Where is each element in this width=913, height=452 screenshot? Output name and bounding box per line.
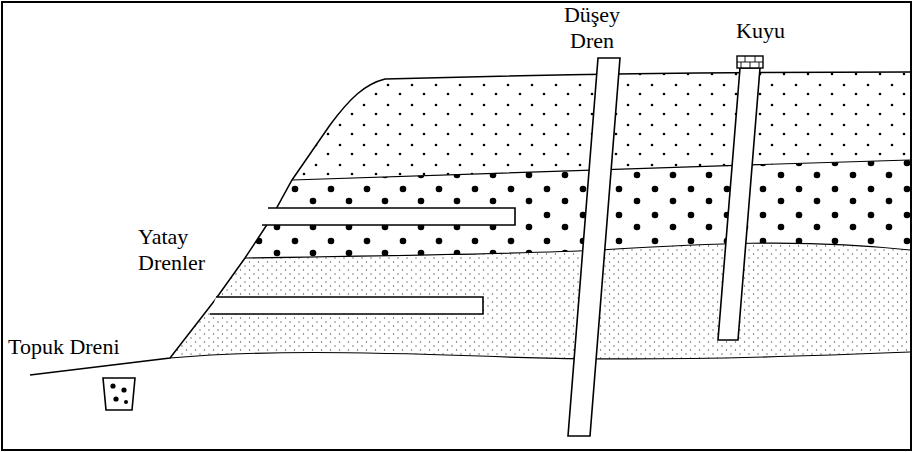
ground-surface [30, 72, 910, 375]
toe-drain-gravel [110, 383, 128, 404]
layer-boundary [245, 243, 910, 258]
toe-drain-label: Topuk Dreni [8, 334, 120, 360]
toe-drain [103, 378, 135, 410]
well-label: Kuyu [736, 18, 785, 44]
horizontal-drain [262, 208, 515, 225]
well-cap [737, 56, 763, 68]
fine-sand-layer [170, 243, 910, 359]
horizontal-drain [210, 297, 483, 314]
horizontal-drains-label: Yatay Drenler [138, 224, 230, 277]
well-shaft [718, 68, 760, 340]
layer-boundary [170, 352, 910, 359]
well-cap-bricks [737, 56, 763, 68]
vertical-drain [568, 58, 620, 436]
vertical-drain-label: Düşey Dren [551, 2, 633, 55]
